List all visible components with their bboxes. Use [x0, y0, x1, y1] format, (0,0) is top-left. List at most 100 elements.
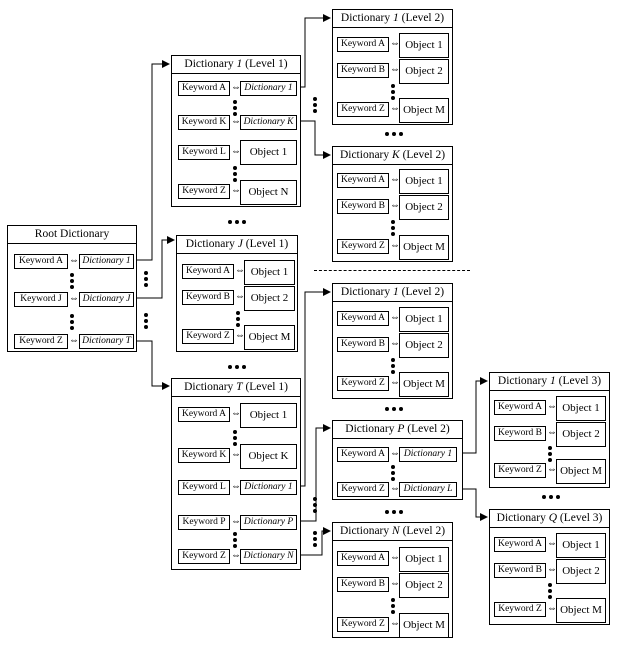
object-box: Object 2	[556, 559, 606, 584]
ellipsis-vertical	[312, 531, 318, 549]
dot	[391, 604, 395, 608]
bidirectional-arrow-icon: ⇔	[231, 449, 241, 460]
connector-dict-l-to-dict-q-l3	[461, 488, 488, 521]
dot	[233, 430, 237, 434]
dictionary-title: Dictionary K (Level 2)	[333, 147, 452, 165]
object-box: Object 1	[556, 396, 606, 421]
connector-dict-1-to-dict-1-l3	[461, 377, 488, 454]
object-box: Object 2	[399, 573, 449, 598]
ellipsis-vertical	[232, 56, 238, 182]
bidirectional-arrow-icon: ⇔	[390, 618, 400, 629]
dot	[556, 495, 560, 499]
dot	[235, 365, 239, 369]
bidirectional-arrow-icon: ⇔	[390, 174, 400, 185]
object-box: Object 2	[556, 422, 606, 447]
ellipsis-vertical	[312, 497, 318, 515]
ellipsis-vertical	[390, 147, 396, 236]
bidirectional-arrow-icon: ⇔	[547, 401, 557, 412]
dot	[242, 220, 246, 224]
dot	[385, 132, 389, 136]
connector-dict-k-to-dict-k-l2	[297, 120, 331, 159]
dot	[70, 279, 74, 283]
keyword-box: Keyword J	[14, 292, 68, 307]
keyword-box: Keyword Z	[182, 329, 234, 344]
dictionary-ref-box: Dictionary 1	[240, 81, 297, 96]
dot	[313, 503, 317, 507]
dot	[70, 326, 74, 330]
dot	[70, 320, 74, 324]
dot	[313, 531, 317, 535]
keyword-box: Keyword A	[337, 173, 389, 188]
dot	[313, 103, 317, 107]
object-box: Object M	[556, 459, 606, 484]
dot	[391, 465, 395, 469]
dot	[233, 106, 237, 110]
dot	[144, 325, 148, 329]
ellipsis-vertical	[69, 226, 75, 330]
dot	[399, 132, 403, 136]
bidirectional-arrow-icon: ⇔	[390, 64, 400, 75]
dot	[70, 273, 74, 277]
dot	[548, 583, 552, 587]
connector-root-to-dict-1	[137, 60, 170, 261]
object-box: Object M	[399, 372, 449, 397]
object-box: Object 1	[399, 169, 449, 194]
dot	[313, 509, 317, 513]
object-box: Object 2	[244, 286, 295, 311]
dictionary-t-level-1: Dictionary T (Level 1) Keyword A ⇔ Objec…	[171, 378, 301, 570]
ellipsis-vertical	[232, 379, 238, 446]
dot	[144, 277, 148, 281]
keyword-box: Keyword Z	[494, 463, 546, 478]
dictionary-1-level-1: Dictionary 1 (Level 1) Keyword A ⇔ Dicti…	[171, 55, 301, 207]
dictionary-title: Dictionary N (Level 2)	[333, 523, 452, 541]
dot	[391, 84, 395, 88]
dictionary-ref-box: Dictionary P	[240, 515, 297, 530]
dot	[228, 220, 232, 224]
keyword-box: Keyword Z	[178, 549, 230, 564]
dot	[313, 537, 317, 541]
keyword-box: Keyword Z	[14, 334, 68, 349]
dictionary-1-level-2-bottom: Dictionary 1 (Level 2) Keyword A ⇔ Objec…	[332, 283, 453, 399]
ellipsis-vertical	[232, 56, 238, 116]
bidirectional-arrow-icon: ⇔	[235, 291, 245, 302]
dot	[548, 595, 552, 599]
dot	[391, 364, 395, 368]
keyword-box: Keyword K	[178, 115, 230, 130]
dictionary-title: Dictionary P (Level 2)	[333, 421, 462, 439]
dictionary-ref-box: Dictionary T	[79, 334, 134, 349]
dictionary-ref-box: Dictionary L	[399, 482, 457, 497]
dot	[392, 407, 396, 411]
dictionary-ref-box: Dictionary N	[240, 549, 297, 564]
dot	[144, 283, 148, 287]
keyword-box: Keyword A	[494, 400, 546, 415]
keyword-box: Keyword A	[178, 407, 230, 422]
keyword-box: Keyword A	[178, 81, 230, 96]
bidirectional-arrow-icon: ⇔	[390, 578, 400, 589]
bidirectional-arrow-icon: ⇔	[547, 603, 557, 614]
dot	[233, 544, 237, 548]
bidirectional-arrow-icon: ⇔	[231, 550, 241, 561]
dot	[391, 220, 395, 224]
dictionary-title: Dictionary J (Level 1)	[177, 236, 297, 254]
dictionary-p-level-2: Dictionary P (Level 2) Keyword A ⇔ Dicti…	[332, 420, 463, 500]
dot	[392, 510, 396, 514]
dot	[548, 458, 552, 462]
ellipsis-vertical	[312, 97, 318, 115]
bidirectional-arrow-icon: ⇔	[547, 538, 557, 549]
dot	[313, 109, 317, 113]
dot	[242, 365, 246, 369]
dictionary-title: Dictionary 1 (Level 2)	[333, 10, 452, 28]
dictionary-title: Dictionary 1 (Level 1)	[172, 56, 300, 74]
connector-root-to-dict-j	[137, 236, 175, 299]
bidirectional-arrow-icon: ⇔	[390, 312, 400, 323]
bidirectional-arrow-icon: ⇔	[69, 335, 79, 346]
keyword-box: Keyword B	[337, 63, 389, 78]
dot	[70, 314, 74, 318]
dictionary-title: Dictionary T (Level 1)	[172, 379, 300, 397]
object-box: Object 1	[240, 403, 297, 428]
dot	[233, 172, 237, 176]
ellipsis-vertical	[235, 236, 241, 327]
object-box: Object 2	[399, 333, 449, 358]
connector-root-to-dict-t	[137, 340, 170, 390]
bidirectional-arrow-icon: ⇔	[231, 516, 241, 527]
